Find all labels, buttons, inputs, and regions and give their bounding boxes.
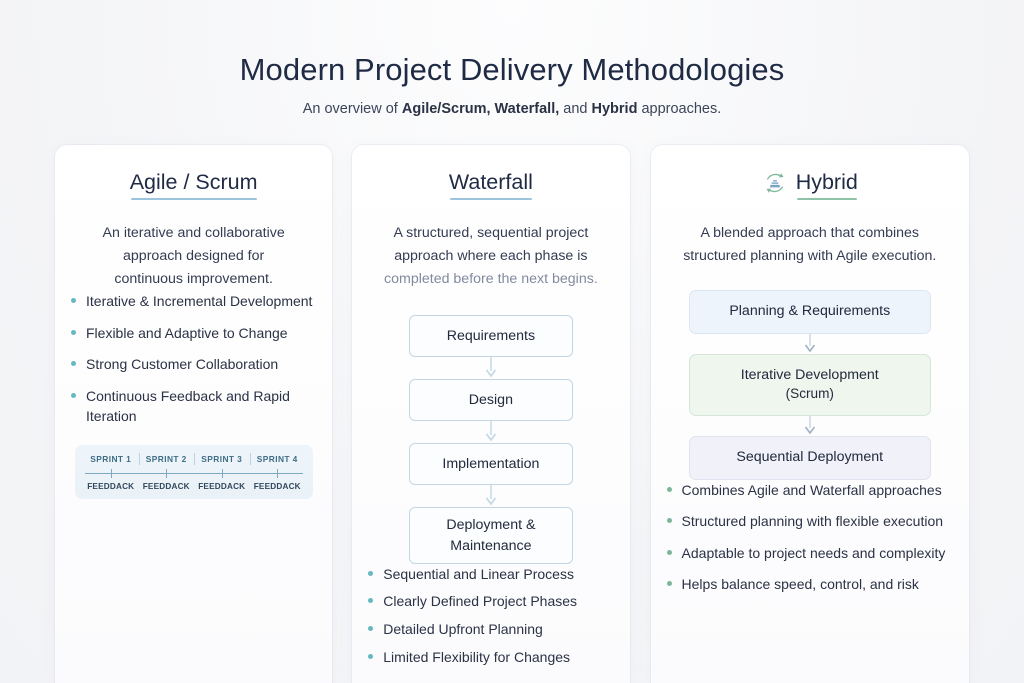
subtitle-prefix: An overview of [302, 100, 402, 117]
list-item: Helps balance speed, control, and risk [665, 574, 955, 595]
waterfall-desc-line-1: A structured, sequential project [393, 225, 589, 241]
feedback-label: FEEDDACK [253, 481, 301, 491]
waterfall-desc-line-2: approach where each phase is [394, 248, 588, 264]
agile-feature-list: Iterative & Incremental Development Flex… [69, 291, 318, 427]
subtitle-term-hybrid: Hybrid [591, 100, 638, 117]
sprint-axis-tick [221, 468, 223, 478]
list-item: Flexible and Adaptive to Change [69, 323, 318, 344]
sprint-label: SPRINT 3 [194, 452, 250, 465]
hybrid-desc-line-2: structured planning with Agile execution… [683, 248, 937, 264]
hybrid-feature-list: Combines Agile and Waterfall approaches … [665, 480, 955, 595]
flow-box-deployment-maintenance: Deployment & Maintenance [408, 507, 573, 564]
arrow-down-icon [804, 333, 815, 352]
waterfall-flow-diagram: Requirements Design Implementation Deplo… [366, 315, 615, 564]
sprint-label: SPRINT 1 [90, 453, 132, 464]
waterfall-desc-line-3: completed before the next begins. [384, 271, 598, 287]
feedback-label: FEEDDACK [87, 481, 135, 491]
page-subtitle: An overview of Agile/Scrum, Waterfall, a… [0, 101, 1024, 117]
card-agile-scrum: Agile / Scrum An iterative and collabora… [55, 145, 333, 683]
hybrid-desc-line-1: A blended approach that combines [700, 225, 920, 241]
list-item: Adaptable to project needs and complexit… [665, 543, 955, 564]
arrow-down-icon [485, 421, 497, 442]
arrow-down-icon [485, 357, 497, 378]
feedback-label: FEEDDACK [142, 481, 190, 491]
list-item: Clearly Defined Project Phases [366, 591, 615, 612]
sprint-axis-tick [110, 468, 112, 478]
flow-box-iterative-sublabel: (Scrum) [785, 386, 834, 402]
sprint-label: SPRINT 2 [138, 452, 195, 465]
hybrid-description: A blended approach that combines structu… [665, 222, 955, 268]
subtitle-term-waterfall: Waterfall, [494, 100, 560, 117]
sprint-axis [83, 468, 305, 479]
sprint-timeline: SPRINT 1 SPRINT 2 SPRINT 3 SPRINT 4 FEED… [75, 444, 313, 499]
hybrid-title-row: Hybrid [665, 170, 955, 200]
sprint-axis-tick [166, 468, 168, 478]
agile-title: Agile / Scrum [130, 170, 258, 200]
hybrid-header: Hybrid [665, 145, 955, 200]
page-header: Modern Project Delivery Methodologies An… [0, 0, 1024, 117]
flow-box-design: Design [408, 379, 573, 422]
list-item: Continuous Feedback and Rapid Iteration [69, 386, 318, 427]
waterfall-title: Waterfall [449, 170, 533, 200]
card-waterfall: Waterfall A structured, sequential proje… [352, 145, 630, 683]
agile-desc-line-2: approach designed for [123, 248, 265, 264]
flow-box-planning-requirements: Planning & Requirements [688, 290, 931, 334]
flow-box-iterative-label: Iterative Development [740, 366, 879, 383]
sprint-label: SPRINT 4 [249, 452, 306, 465]
sprint-axis-tick [277, 468, 279, 478]
agile-desc-line-1: An iterative and collaborative [102, 225, 285, 241]
waterfall-header: Waterfall [366, 145, 615, 200]
list-item: Structured planning with flexible execut… [665, 511, 955, 532]
list-item: Iterative & Incremental Development [69, 291, 318, 312]
feedback-label: FEEDDACK [198, 481, 246, 491]
sprint-label-row: SPRINT 1 SPRINT 2 SPRINT 3 SPRINT 4 [83, 452, 306, 465]
list-item: Combines Agile and Waterfall approaches [665, 480, 955, 501]
subtitle-suffix: approaches. [637, 100, 722, 117]
list-item: Sequential and Linear Process [366, 564, 615, 585]
flow-box-sequential-deployment: Sequential Deployment [688, 435, 931, 480]
sprint-axis-line [85, 472, 303, 474]
recycle-sync-icon [766, 173, 784, 193]
list-item: Detailed Upfront Planning [366, 619, 615, 640]
arrow-down-icon [804, 415, 815, 435]
agile-desc-line-3: continuous improvement. [114, 271, 273, 287]
arrow-down-icon [485, 485, 497, 506]
page-title: Modern Project Delivery Methodologies [239, 52, 785, 87]
hybrid-flow-diagram: Planning & Requirements Iterative Develo… [665, 290, 955, 480]
sprint-feedback-row: FEEDDACK FEEDDACK FEEDDACK FEEDDACK [83, 482, 305, 491]
flow-box-iterative-development: Iterative Development (Scrum) [688, 353, 931, 416]
flow-box-requirements: Requirements [408, 315, 573, 358]
agile-description: An iterative and collaborative approach … [69, 222, 318, 291]
list-item: Limited Flexibility for Changes [366, 647, 615, 668]
waterfall-description: A structured, sequential project approac… [366, 222, 615, 291]
subtitle-term-agile: Agile/Scrum, [401, 100, 491, 117]
hybrid-title: Hybrid [796, 170, 858, 200]
waterfall-feature-list: Sequential and Linear Process Clearly De… [366, 564, 615, 667]
methodology-columns: Agile / Scrum An iterative and collabora… [55, 145, 970, 683]
flow-box-implementation: Implementation [408, 443, 573, 486]
subtitle-sep-2: and [559, 100, 592, 117]
list-item: Strong Customer Collaboration [69, 354, 318, 375]
card-hybrid: Hybrid A blended approach that combines … [650, 145, 970, 683]
agile-header: Agile / Scrum [69, 145, 318, 200]
flow-box-deployment-label: Deployment & Maintenance [446, 517, 536, 554]
